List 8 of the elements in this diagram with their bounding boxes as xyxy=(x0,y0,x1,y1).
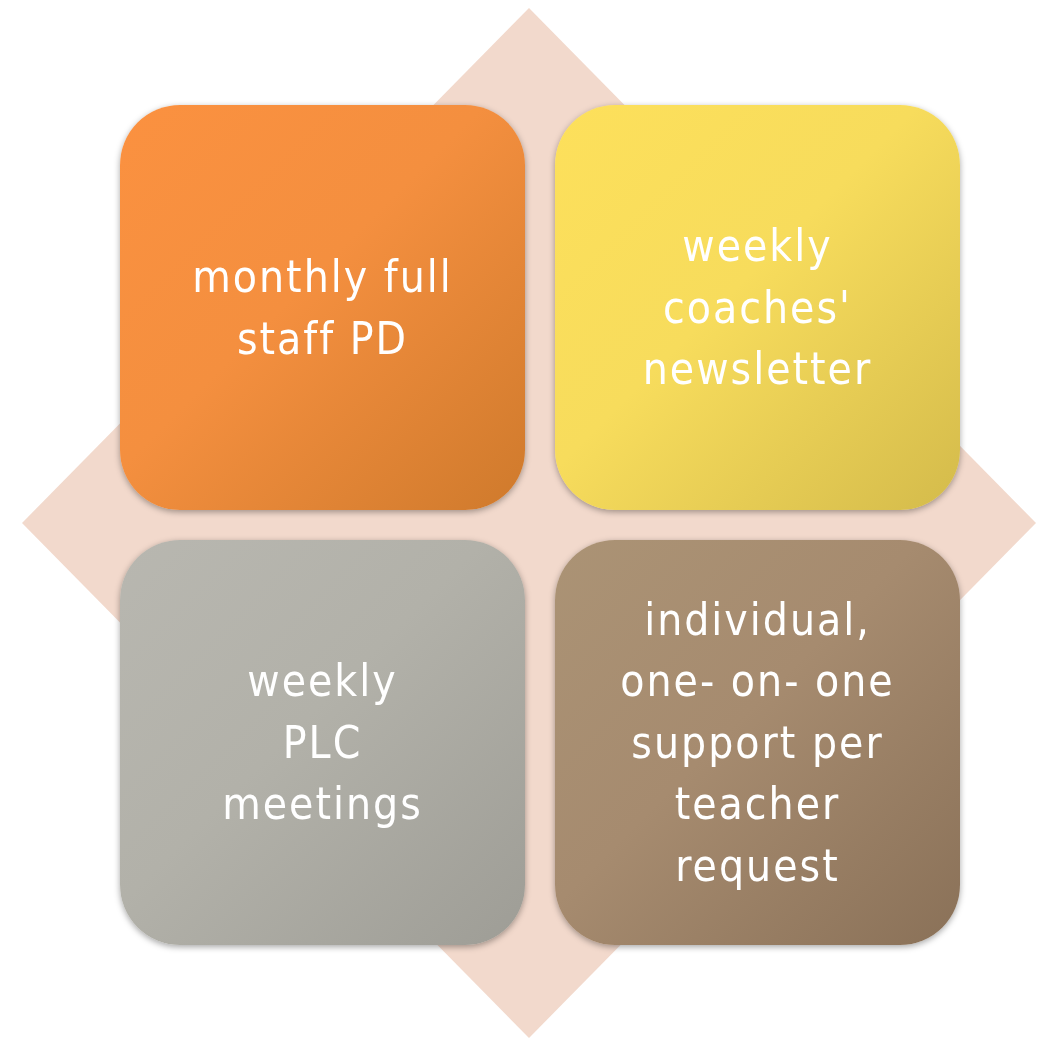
box-text: monthly full staff PD xyxy=(191,249,454,366)
box-text: weekly PLC meetings xyxy=(221,654,424,832)
rounded-box xyxy=(120,540,525,945)
rounded-box xyxy=(120,105,525,510)
box-text: individual, one- on- one support per teacher request xyxy=(619,592,896,893)
rounded-box xyxy=(555,540,960,945)
box-text: weekly coaches' newsletter xyxy=(641,219,874,397)
rounded-box xyxy=(555,105,960,510)
